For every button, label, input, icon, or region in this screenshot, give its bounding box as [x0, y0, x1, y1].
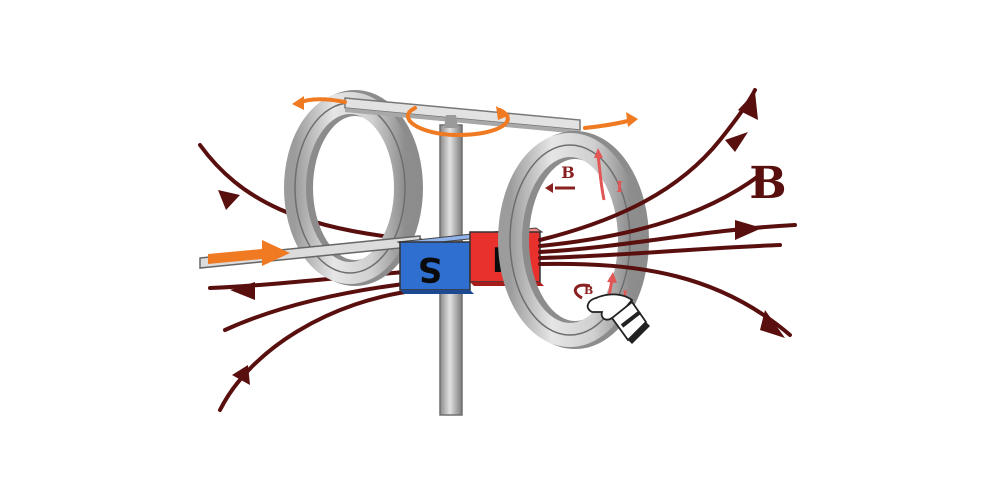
field-arrow-icon [760, 310, 785, 338]
magnet-south-block [399, 241, 471, 291]
current-arrow-icon [596, 155, 606, 201]
field-arrow-icon [232, 365, 250, 385]
field-arrow-icon [735, 220, 762, 240]
field-line-mid-right [538, 243, 782, 260]
rotation-arrow-icon [406, 106, 510, 138]
rotation-arrow-icon [626, 112, 638, 127]
magnetic-field-label: B [749, 158, 786, 209]
rotation-arrow-icon [292, 96, 304, 110]
rotation-arrowheads [292, 96, 638, 127]
push-arrow-icon [208, 240, 290, 266]
right-coil-ring [498, 131, 649, 349]
current-arrow-icon [594, 148, 603, 158]
field-line-down-right [538, 261, 792, 337]
hand-icon [586, 293, 650, 344]
rotation-arrow-icon [496, 106, 510, 120]
small-field-label: B [561, 163, 575, 182]
field-arrow-icon [725, 132, 748, 152]
field-line-low-left [223, 280, 422, 332]
small-induced-field-label: B [584, 284, 593, 297]
induced-field-arrow-icon [573, 283, 591, 300]
field-arrow-icon [218, 190, 240, 210]
induced-field-arrow-icon [545, 183, 553, 193]
field-arrow-icon [738, 92, 758, 120]
current-arrow-icon [607, 272, 617, 283]
field-line-bottom-left [218, 288, 422, 412]
field-arrow-icon [230, 282, 255, 300]
field-arrowheads [218, 92, 785, 385]
field-line-top-left [198, 143, 422, 242]
current-label-upper: I [616, 178, 623, 196]
field-line-upper-right [538, 173, 762, 248]
rotation-arrow-icon [583, 118, 634, 130]
magnet-south-label: S [418, 249, 443, 289]
